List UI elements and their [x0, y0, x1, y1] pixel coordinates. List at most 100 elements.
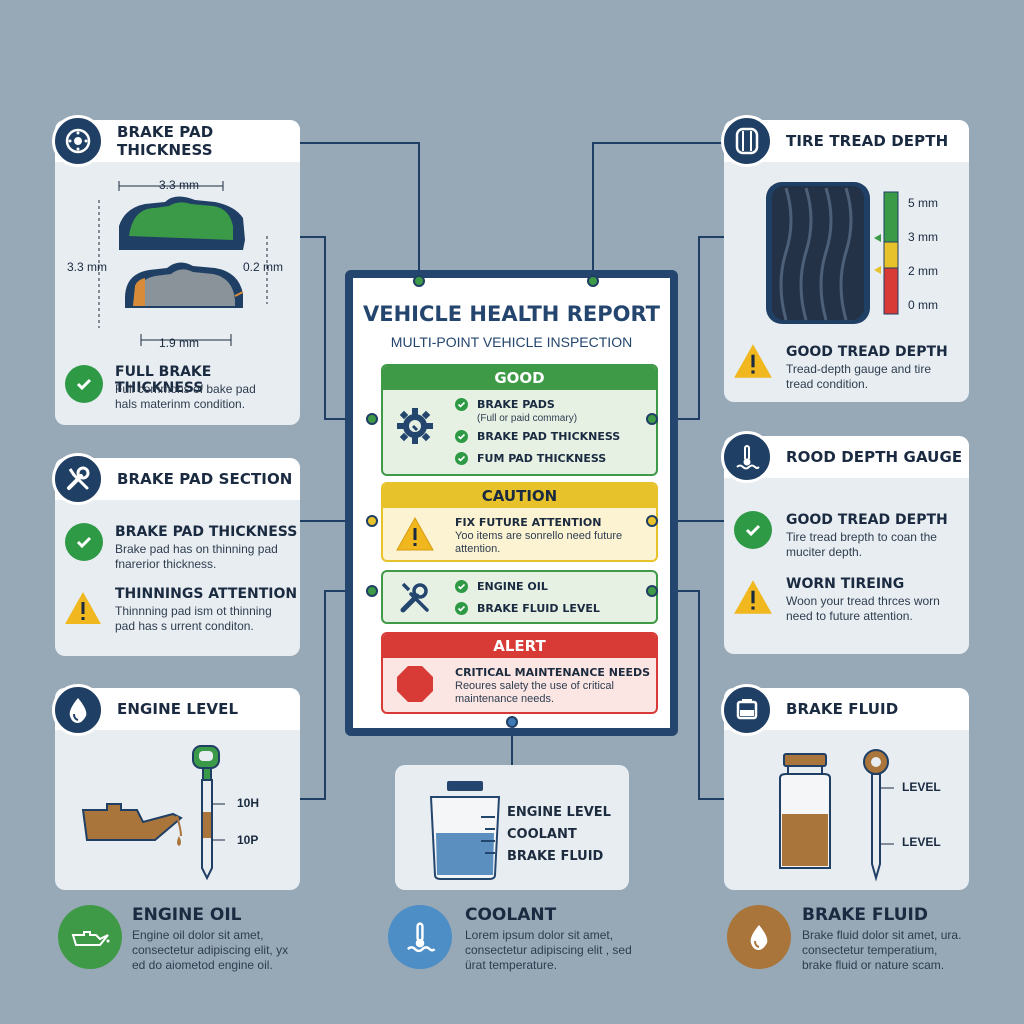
- fluid-reservoir-icon: [721, 684, 773, 736]
- gauge-label: 2 mm: [908, 264, 938, 278]
- check-icon: [455, 398, 468, 411]
- bottom-title: ENGINE OIL: [132, 905, 242, 925]
- oil-drop-icon: [52, 684, 104, 736]
- stop-octagon-icon: [397, 666, 433, 702]
- dim-left: 3.3 mm: [67, 260, 108, 274]
- bottom-text: ürat temperature.: [465, 958, 558, 972]
- tread-gauge: [874, 191, 899, 315]
- level-high: LEVEL: [902, 780, 941, 794]
- caution-text-2: attention.: [455, 543, 501, 555]
- connector-dot: [646, 515, 658, 527]
- check-icon: [734, 511, 772, 549]
- connector-dot: [366, 413, 378, 425]
- level-low: LEVEL: [902, 835, 941, 849]
- bottom-text: Lorem ipsum dolor sit amet,: [465, 928, 614, 942]
- alert-label: ALERT: [383, 634, 656, 658]
- caution-title: FIX FUTURE ATTENTION: [455, 516, 602, 529]
- mark-high: 10H: [237, 796, 260, 810]
- warning-icon: [734, 580, 772, 614]
- good-item: BRAKE PADS: [455, 398, 555, 411]
- status-text-1: Tread-depth gauge and tire: [786, 362, 931, 376]
- tools-icon: [400, 582, 429, 613]
- connector-dot: [646, 413, 658, 425]
- warn-title: THINNINGS ATTENTION: [115, 586, 298, 602]
- warn-text-1: Thinnning pad ism ot thinning: [115, 604, 272, 618]
- alert-section: ALERT CRITICAL MAINTENANCE NEEDS Reoures…: [381, 632, 658, 714]
- caution-text-1: Yoo items are sonrello need future: [455, 530, 623, 542]
- warn-title: WORN TIREING: [786, 576, 905, 592]
- gear-icon: [397, 408, 433, 444]
- bottom-title: COOLANT: [465, 905, 557, 925]
- check-icon: [455, 580, 468, 593]
- status-title: GOOD TREAD DEPTH: [786, 344, 948, 360]
- fluids-section: ENGINE OIL BRAKE FLUID LEVEL: [381, 570, 658, 624]
- oil-can-icon: [58, 905, 122, 969]
- warning-icon: [396, 516, 434, 551]
- wrench-screwdriver-icon: [52, 453, 104, 505]
- dim-top: 3.3 mm: [159, 178, 200, 192]
- bottom-text: Engine oil dolor sit amet,: [132, 928, 264, 942]
- fluid-label: BRAKE FLUID: [507, 849, 604, 864]
- connector-dot: [366, 515, 378, 527]
- dim-right: 0.2 mm: [243, 260, 284, 274]
- fluid-drop-icon: [727, 905, 791, 969]
- warn-text-2: need to future attention.: [786, 609, 913, 623]
- ok-text-2: fnarerior thickness.: [115, 557, 217, 571]
- depth-gauge-card: ROOD DEPTH GAUGE GOOD TREAD DEPTH Tire t…: [724, 436, 969, 654]
- status-text-1: Full commons of bake pad: [115, 382, 256, 396]
- brake-pad-card: BRAKE PAD THICKNESS 3.3 mm 3.3 mm 0.2 mm…: [55, 120, 300, 425]
- connector-dot: [587, 275, 599, 287]
- fluid-beaker-card: ENGINE LEVEL COOLANT BRAKE FLUID: [395, 765, 629, 890]
- caution-label: CAUTION: [383, 484, 656, 508]
- check-icon: [65, 365, 103, 403]
- report-title: VEHICLE HEALTH REPORT: [362, 302, 661, 326]
- health-report-panel: VEHICLE HEALTH REPORT MULTI-POINT VEHICL…: [345, 270, 678, 736]
- tire-icon: [721, 115, 773, 167]
- ok-text-1: Brake pad has on thinning pad: [115, 542, 278, 556]
- fluid-item: ENGINE OIL: [455, 580, 548, 593]
- tire-illustration: [766, 182, 870, 324]
- thermometer-icon: [388, 905, 452, 969]
- good-item-sub: (Full or paid commary): [477, 413, 578, 424]
- status-title: FULL BRAKE THICKNESS: [115, 364, 212, 396]
- alert-title: CRITICAL MAINTENANCE NEEDS: [455, 666, 651, 679]
- connector-dot: [366, 585, 378, 597]
- warn-text-1: Woon your tread thrces worn: [786, 594, 940, 608]
- bottom-text: consectetur temperatium,: [802, 943, 938, 957]
- ok-title: BRAKE PAD THICKNESS: [115, 524, 298, 540]
- ok-text-2: muciter depth.: [786, 545, 863, 559]
- bottom-text: consectetur adipiscing elit , sed: [465, 943, 632, 957]
- caution-section: CAUTION FIX FUTURE ATTENTION Yoo items a…: [381, 482, 658, 562]
- warning-icon: [734, 344, 772, 378]
- ok-title: GOOD TREAD DEPTH: [786, 512, 948, 528]
- check-icon: [65, 523, 103, 561]
- good-item: FUM PAD THICKNESS: [455, 452, 606, 465]
- status-text-2: hals materinm condition.: [115, 397, 246, 411]
- warning-icon: [65, 592, 101, 624]
- check-icon: [455, 430, 468, 443]
- status-text-2: tread condition.: [786, 377, 869, 391]
- fluid-label: ENGINE LEVEL: [507, 805, 611, 820]
- thermometer-icon: [721, 431, 773, 483]
- gauge-label: 0 mm: [908, 298, 938, 312]
- connector-dot: [506, 716, 518, 728]
- bottom-text: brake fluid or nature scam.: [802, 958, 945, 972]
- bottom-title: BRAKE FLUID: [802, 905, 928, 925]
- reservoir-illustration: [779, 749, 894, 882]
- report-subtitle: MULTI-POINT VEHICLE INSPECTION: [390, 334, 633, 350]
- bottom-text: ed do aiometod engine oil.: [132, 958, 273, 972]
- gauge-label: 3 mm: [908, 230, 938, 244]
- brake-pad-diagram: [98, 181, 268, 346]
- bottom-text: consectetur adipiscing elit, yx: [132, 943, 289, 957]
- connector-dot: [646, 585, 658, 597]
- fluid-item: BRAKE FLUID LEVEL: [455, 602, 600, 615]
- alert-text-2: maintenance needs.: [455, 693, 555, 705]
- good-label: GOOD: [383, 366, 656, 390]
- dipstick-illustration: [81, 745, 225, 881]
- brake-disc-icon: [52, 115, 104, 167]
- good-section: GOOD BRAKE PADS (Full or paid commary) B…: [381, 364, 658, 476]
- connector-dot: [413, 275, 425, 287]
- gauge-label: 5 mm: [908, 196, 938, 210]
- bottom-text: Brake fluid dolor sit amet, ura.: [802, 928, 962, 942]
- good-item: BRAKE PAD THICKNESS: [455, 430, 620, 443]
